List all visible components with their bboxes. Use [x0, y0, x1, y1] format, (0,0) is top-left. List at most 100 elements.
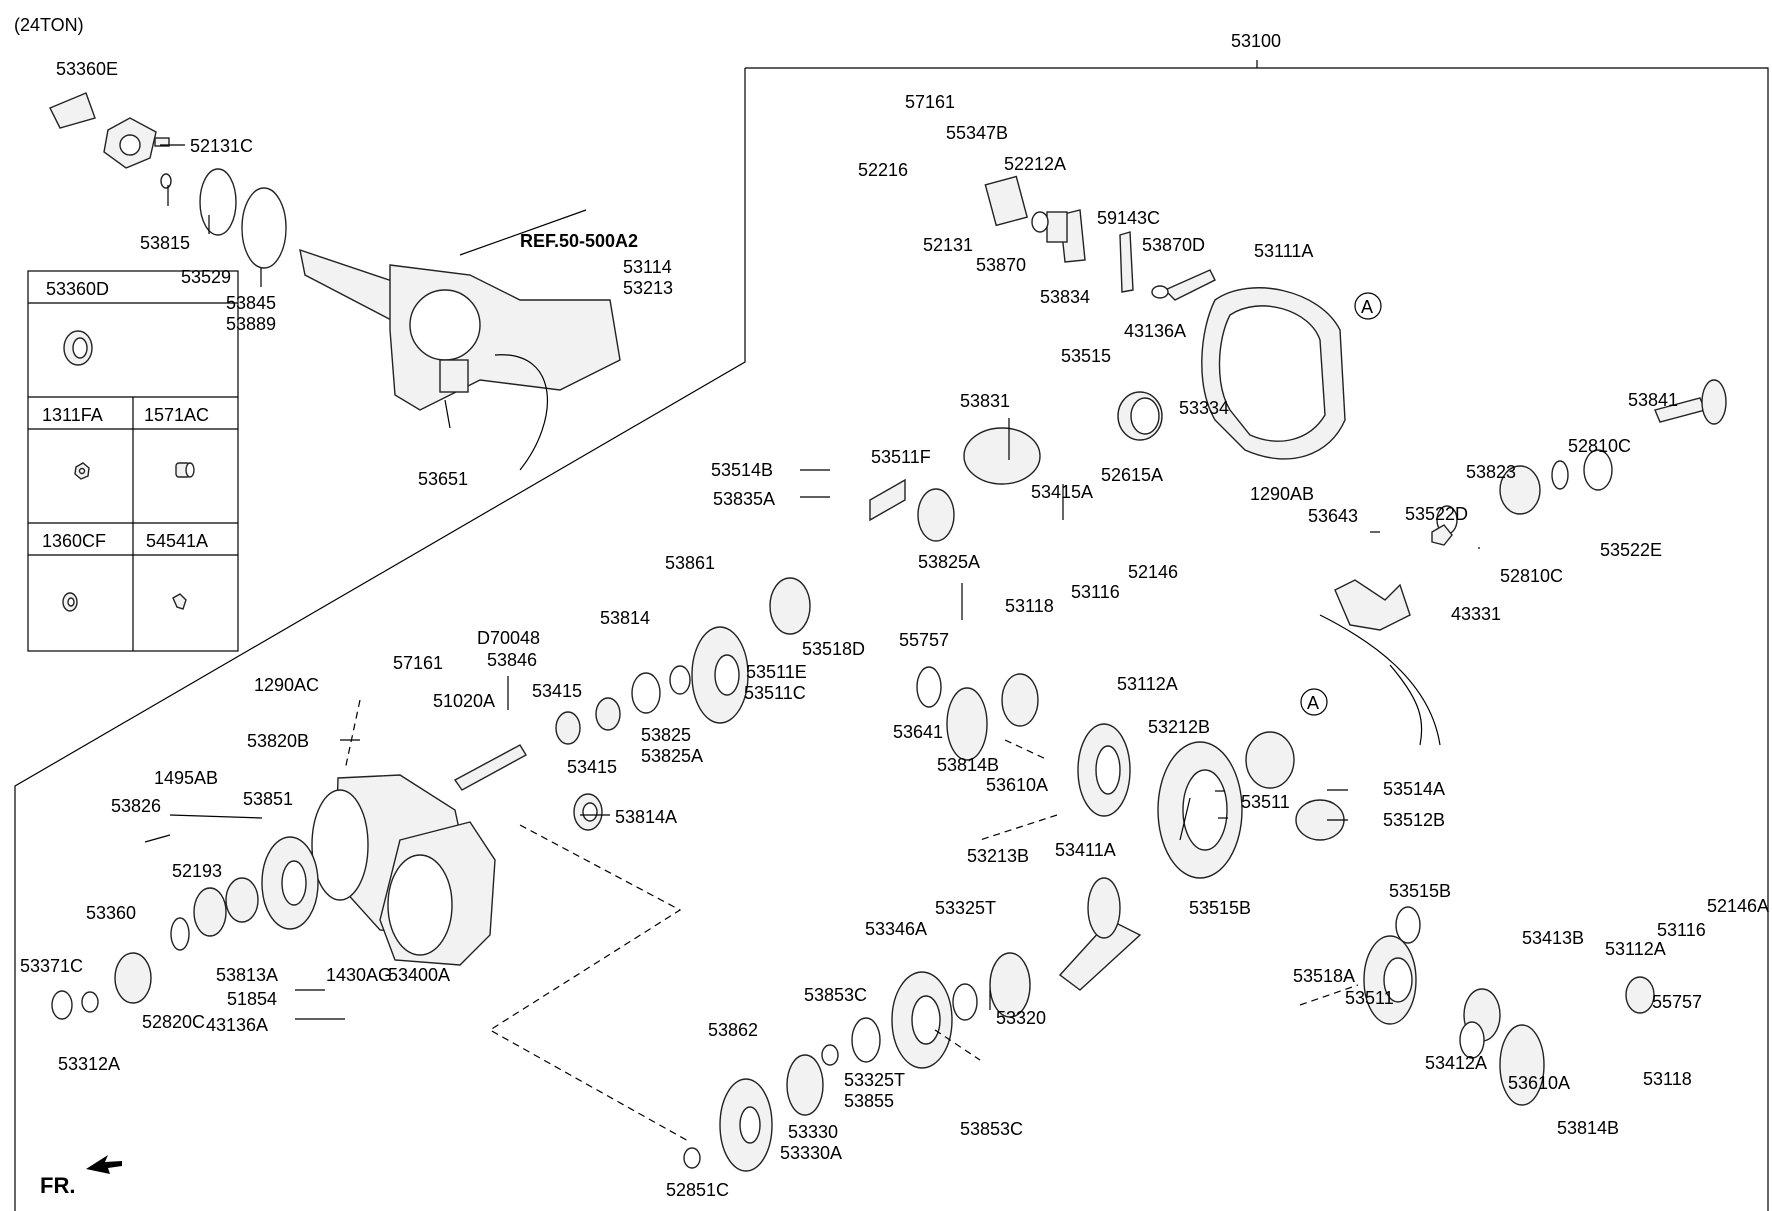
- part-label: 53511: [1345, 988, 1394, 1008]
- part-label: 53212B: [1148, 717, 1210, 737]
- lower-pinion-illustration: [683, 877, 1142, 1172]
- part-label: 53511C: [744, 683, 806, 703]
- cover-illustration: [1201, 287, 1346, 460]
- legend-code-1311FA: 1311FA: [42, 405, 103, 425]
- assembly-number: 53100: [1231, 31, 1281, 51]
- part-label: 57161: [905, 92, 955, 112]
- part-label: 53325T: [935, 898, 996, 918]
- part-label: 51854: [227, 989, 277, 1009]
- part-label: 53889: [226, 314, 276, 334]
- part-label: 53610A: [986, 775, 1048, 795]
- part-label: 53515: [1061, 346, 1111, 366]
- part-label: 53346A: [865, 919, 927, 939]
- part-label: 53870: [976, 255, 1026, 275]
- part-label: 53371C: [20, 956, 83, 976]
- axle-housing-illustration: [299, 248, 621, 471]
- part-label: 53415A: [1031, 482, 1093, 502]
- legend-code-54541A: 54541A: [146, 531, 208, 551]
- svg-text:A: A: [1307, 693, 1319, 713]
- part-label: 53831: [960, 391, 1010, 411]
- front-indicator-label: FR.: [40, 1173, 75, 1198]
- part-label: 53651: [418, 469, 468, 489]
- part-label: 53320: [996, 1008, 1046, 1028]
- part-label: 1430AG: [326, 965, 392, 985]
- part-label: 53825: [641, 725, 691, 745]
- part-label: 57161: [393, 653, 443, 673]
- part-label: 53835A: [713, 489, 775, 509]
- part-label: 52131C: [190, 136, 253, 156]
- reference-a-circle-2: A: [1300, 688, 1328, 716]
- part-labels: 53360E 52131C 53815 53529 53845 53889 53…: [20, 59, 1769, 1200]
- part-label: 52216: [858, 160, 908, 180]
- part-label: 52212A: [1004, 154, 1066, 174]
- part-label: 53825A: [641, 746, 703, 766]
- part-label: 53522E: [1600, 540, 1662, 560]
- part-label: 53813A: [216, 965, 278, 985]
- part-label: 53415: [567, 757, 617, 777]
- ring-gear-illustration: [916, 666, 1243, 879]
- part-label: 52810C: [1568, 436, 1631, 456]
- shift-linkage-illustration: [984, 175, 1216, 301]
- part-label: 53853C: [804, 985, 867, 1005]
- part-label: 53841: [1628, 390, 1678, 410]
- part-label: 53862: [708, 1020, 758, 1040]
- part-label: 53825A: [918, 552, 980, 572]
- part-label: 53511E: [746, 662, 807, 682]
- reference-a-circle-1: A: [1354, 292, 1382, 320]
- part-label: 53325T: [844, 1070, 905, 1090]
- part-label: 53814A: [615, 807, 677, 827]
- part-label: 53512B: [1383, 810, 1445, 830]
- seal-ring-icon: [63, 330, 93, 366]
- part-label: 43331: [1451, 604, 1501, 624]
- part-label: 53413B: [1522, 928, 1584, 948]
- part-label: 52820C: [142, 1012, 205, 1032]
- part-label: 53855: [844, 1091, 894, 1111]
- carrier-housing-illustration: [311, 774, 496, 966]
- part-label: 53118: [1643, 1069, 1692, 1089]
- pinion-shaft-illustration: [453, 744, 603, 831]
- part-label: 53111A: [1254, 241, 1313, 261]
- part-label: 53853C: [960, 1119, 1023, 1139]
- axle-spindle-illustration: [49, 92, 287, 269]
- part-label: 53515B: [1189, 898, 1251, 918]
- part-label: 53330A: [780, 1143, 842, 1163]
- assembly-frame: [14, 60, 1769, 1211]
- part-label: 55757: [1652, 992, 1702, 1012]
- part-label: 53330: [788, 1122, 838, 1142]
- part-label: 53511F: [871, 447, 931, 467]
- part-label: 53112A: [1605, 939, 1666, 959]
- legend-code-53360D: 53360D: [46, 279, 109, 299]
- part-label: 53112A: [1117, 674, 1178, 694]
- part-label: 53851: [243, 789, 293, 809]
- part-label: 53116: [1657, 920, 1706, 940]
- part-label: 53213: [623, 278, 673, 298]
- part-label: 52810C: [1500, 566, 1563, 586]
- part-label: 53814: [600, 608, 650, 628]
- part-label: 53118: [1005, 596, 1054, 616]
- part-label: 52146: [1128, 562, 1178, 582]
- part-label: D70048: [477, 628, 540, 648]
- reference-note: REF.50-500A2: [520, 231, 638, 251]
- part-label: 53515B: [1389, 881, 1451, 901]
- part-label: 53511: [1241, 792, 1290, 812]
- part-label: 53846: [487, 650, 537, 670]
- part-label: 53518A: [1293, 966, 1355, 986]
- legend-code-1571AC: 1571AC: [144, 405, 209, 425]
- part-label: 53514B: [711, 460, 773, 480]
- legend-table: 53360D 1311FA 1571AC 1360CF 54541A: [27, 270, 239, 652]
- part-label: 53529: [181, 267, 231, 287]
- part-label: 51020A: [433, 691, 495, 711]
- part-label: 53861: [665, 553, 715, 573]
- part-label: 53820B: [247, 731, 309, 751]
- part-label: 53870D: [1142, 235, 1205, 255]
- washer-icon: [62, 592, 78, 612]
- dashed-assembly-lines: [344, 699, 1359, 1143]
- part-label: 1290AB: [1250, 484, 1314, 504]
- part-label: 53411A: [1055, 840, 1116, 860]
- part-label: 53610A: [1508, 1073, 1570, 1093]
- part-label: 53522D: [1405, 504, 1468, 524]
- part-label: 53518D: [802, 639, 865, 659]
- part-label: 55347B: [946, 123, 1008, 143]
- part-label: 59143C: [1097, 208, 1160, 228]
- part-label: 52615A: [1101, 465, 1163, 485]
